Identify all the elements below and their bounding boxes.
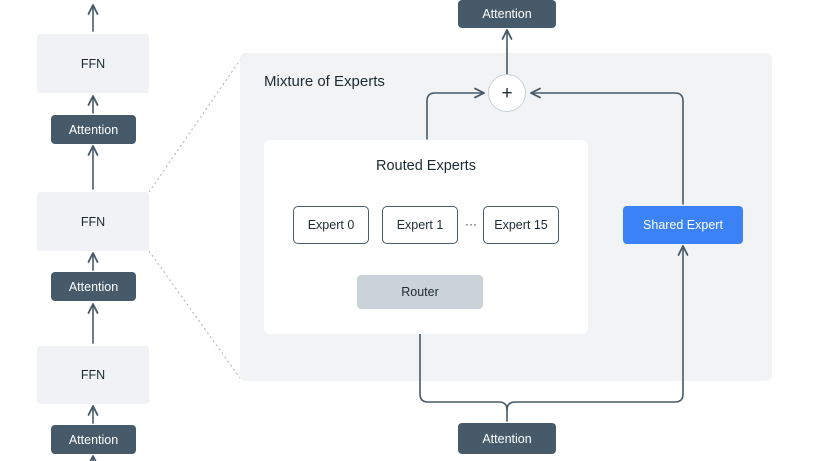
shared-expert: Shared Expert bbox=[623, 206, 743, 244]
moe-attention-top: Attention bbox=[458, 0, 556, 28]
expert-1-label: Expert 1 bbox=[396, 218, 444, 232]
stack-ffn-1: FFN bbox=[37, 34, 149, 93]
stack-attention-1: Attention bbox=[51, 115, 136, 144]
stack-attention-2: Attention bbox=[51, 272, 136, 301]
stack-ffn-3: FFN bbox=[37, 346, 149, 404]
arrow-attention-to-shared bbox=[506, 245, 689, 411]
plus-icon: + bbox=[488, 74, 526, 112]
zoom-line-top bbox=[148, 59, 241, 193]
stack-attention-1-label: Attention bbox=[68, 122, 119, 137]
stack-attention-2-label: Attention bbox=[68, 279, 119, 294]
router-label: Router bbox=[401, 285, 439, 299]
stack-ffn-2: FFN bbox=[37, 192, 149, 251]
experts-ellipsis: ··· bbox=[465, 217, 477, 231]
moe-title: Mixture of Experts bbox=[264, 73, 385, 90]
stack-ffn-3-label: FFN bbox=[80, 368, 106, 382]
moe-attention-bottom-label: Attention bbox=[482, 431, 532, 446]
router: Router bbox=[357, 275, 483, 309]
shared-expert-label: Shared Expert bbox=[643, 218, 723, 232]
expert-0: Expert 0 bbox=[293, 206, 369, 244]
routed-experts-title: Routed Experts bbox=[376, 158, 476, 174]
arrow-shared-to-plus bbox=[530, 87, 684, 205]
stack-attention-3: Attention bbox=[51, 425, 136, 454]
expert-15: Expert 15 bbox=[483, 206, 559, 244]
stack-ffn-1-label: FFN bbox=[80, 56, 106, 71]
moe-attention-top-label: Attention bbox=[482, 7, 532, 21]
moe-attention-bottom: Attention bbox=[458, 423, 556, 454]
stack-attention-3-label: Attention bbox=[68, 432, 119, 447]
arrow-routed-to-plus bbox=[426, 87, 485, 140]
stack-ffn-2-label: FFN bbox=[80, 214, 106, 229]
expert-0-label: Expert 0 bbox=[307, 218, 355, 232]
arrow-attention-to-router bbox=[414, 312, 508, 422]
zoom-line-bottom bbox=[148, 250, 241, 379]
plus-symbol: + bbox=[501, 82, 513, 104]
expert-15-label: Expert 15 bbox=[494, 218, 548, 232]
expert-1: Expert 1 bbox=[382, 206, 458, 244]
